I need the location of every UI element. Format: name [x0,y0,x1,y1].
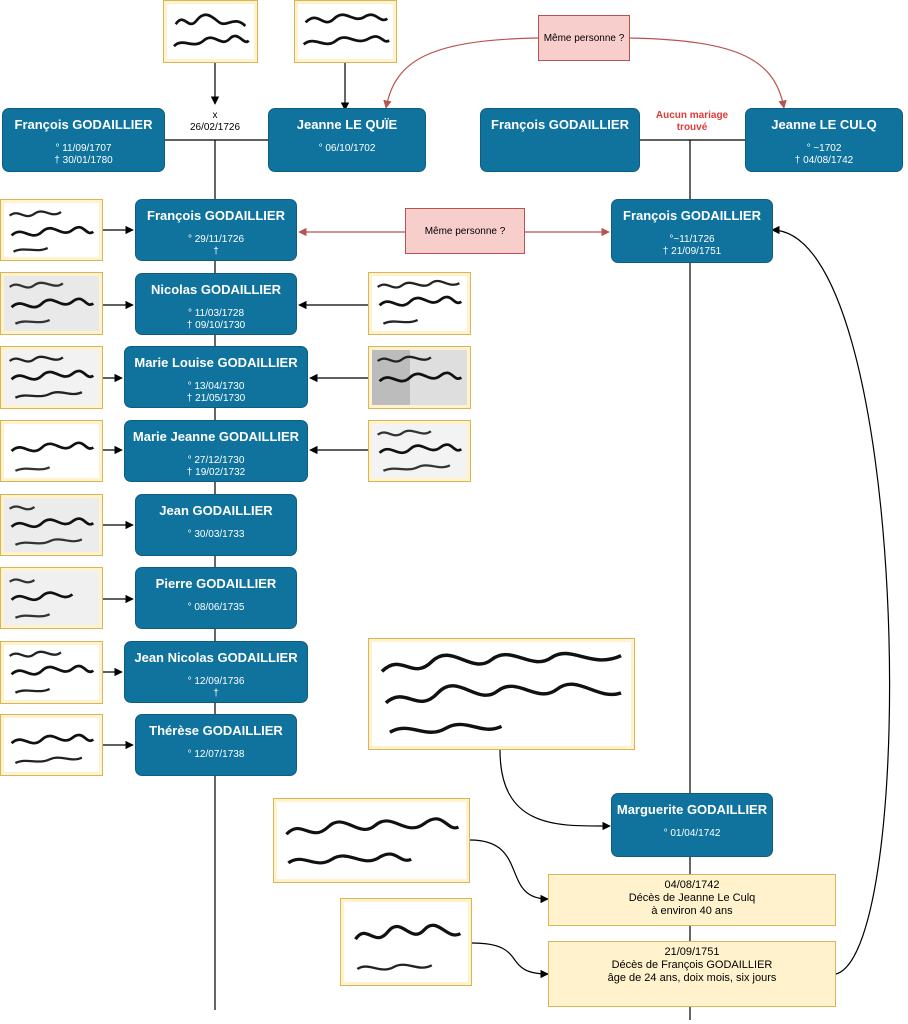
child-francois-left[interactable]: François GODAILLIER ° 29/11/1726 † [135,199,297,261]
handwriting-scan-icon [372,424,467,478]
person-death: † 09/10/1730 [186,320,246,331]
child-nicolas[interactable]: Nicolas GODAILLIER ° 11/03/1728 † 09/10/… [135,273,297,335]
handwriting-scan-icon [4,645,99,700]
person-father-left[interactable]: François GODAILLIER ° 11/09/1707 † 30/01… [2,108,165,172]
person-birth: ° 01/04/1742 [663,828,721,839]
scan-thumbnail[interactable] [163,0,258,63]
handwriting-scan-icon [298,4,393,59]
person-name: Thérèse GODAILLIER [149,723,283,738]
person-death: † [213,246,219,257]
handwriting-scan-icon [4,350,99,405]
child-marguerite[interactable]: Marguerite GODAILLIER ° 01/04/1742 [611,793,773,857]
handwriting-scan-icon [4,718,99,772]
person-death: † [213,688,219,699]
person-birth: ° 06/10/1702 [318,143,376,154]
child-pierre[interactable]: Pierre GODAILLIER ° 08/06/1735 [135,567,297,629]
event-date: 04/08/1742 [664,879,720,891]
event-note[interactable]: 21/09/1751 Décès de François GODAILLIER … [548,941,836,1007]
person-name: François GODAILLIER [14,117,153,132]
handwriting-scan-icon [4,276,99,331]
handwriting-scan-icon [4,424,99,478]
person-name: Pierre GODAILLIER [155,576,277,591]
handwriting-scan-icon [277,802,466,879]
person-mother-right[interactable]: Jeanne LE CULQ ° ~1702 † 04/08/1742 [745,108,903,172]
scan-thumbnail[interactable] [0,714,103,776]
scan-thumbnail[interactable] [273,798,470,883]
scan-thumbnail[interactable] [0,199,103,261]
scan-thumbnail[interactable] [368,420,471,482]
scan-thumbnail[interactable] [340,898,472,986]
event-date: 21/09/1751 [664,946,720,958]
person-name: Marguerite GODAILLIER [616,802,768,817]
scan-thumbnail[interactable] [368,638,635,750]
handwriting-scan-icon [344,902,468,982]
scan-thumbnail[interactable] [0,346,103,409]
same-person-label-top: Même personne ? [538,15,630,61]
person-birth: ° 12/09/1736 [187,676,245,687]
person-name: Jeanne LE QUÏE [296,117,398,132]
person-name: Marie Louise GODAILLIER [134,355,298,370]
person-birth: ° 11/09/1707 [55,143,112,154]
scan-thumbnail[interactable] [0,272,103,335]
child-marie-jeanne[interactable]: Marie Jeanne GODAILLIER ° 27/12/1730 † 1… [124,420,308,482]
event-description: Décès de François GODAILLIER [611,959,773,971]
scan-thumbnail[interactable] [368,272,471,335]
person-death: † 19/02/1732 [186,467,246,478]
handwriting-scan-icon [372,642,631,746]
child-marie-louise[interactable]: Marie Louise GODAILLIER ° 13/04/1730 † 2… [124,346,308,408]
event-detail: à environ 40 ans [651,905,733,917]
person-birth: ° 29/11/1726 [187,234,245,245]
handwriting-scan-icon [4,203,99,257]
person-name: François GODAILLIER [147,208,285,223]
child-jean-nicolas[interactable]: Jean Nicolas GODAILLIER ° 12/09/1736 † [124,641,308,703]
event-detail: âge de 24 ans, doix mois, six jours [607,972,777,984]
person-death: † 21/09/1751 [662,246,722,257]
no-marriage-label: Aucun mariage trouvé [655,110,729,133]
child-jean[interactable]: Jean GODAILLIER ° 30/03/1733 [135,494,297,556]
handwriting-scan-icon [4,498,99,552]
person-death: † 30/01/1780 [54,155,113,166]
marriage-label: x 26/02/1726 [178,110,252,134]
scan-thumbnail[interactable] [0,567,103,629]
person-name: Jean Nicolas GODAILLIER [134,650,298,665]
event-note[interactable]: 04/08/1742 Décès de Jeanne Le Culq à env… [548,874,836,926]
person-death: † 21/05/1730 [186,393,246,404]
person-father-right[interactable]: François GODAILLIER [480,108,640,172]
person-mother-left[interactable]: Jeanne LE QUÏE ° 06/10/1702 [268,108,426,172]
person-name: Jeanne LE CULQ [771,117,877,132]
handwriting-scan-icon [372,350,467,405]
event-description: Décès de Jeanne Le Culq [628,892,756,904]
child-therese[interactable]: Thérèse GODAILLIER ° 12/07/1738 [135,714,297,776]
scan-thumbnail[interactable] [0,420,103,482]
marriage-symbol: x [212,110,218,121]
person-death: † 04/08/1742 [794,155,854,166]
person-birth: °~11/1726 [669,234,715,245]
scan-thumbnail[interactable] [0,641,103,704]
person-birth: ° 27/12/1730 [187,455,245,466]
person-name: François GODAILLIER [491,117,629,132]
same-person-label-middle: Même personne ? [405,208,525,254]
person-birth: ° 13/04/1730 [187,381,245,392]
scan-thumbnail[interactable] [368,346,471,409]
person-birth: ° 30/03/1733 [187,529,245,540]
person-birth: ° 11/03/1728 [187,308,245,319]
handwriting-scan-icon [167,4,254,59]
scan-thumbnail[interactable] [0,494,103,556]
marriage-date: 26/02/1726 [189,122,241,133]
handwriting-scan-icon [372,276,467,331]
person-name: Jean GODAILLIER [159,503,273,518]
person-name: Nicolas GODAILLIER [150,282,282,297]
person-birth: ° 08/06/1735 [187,602,245,613]
person-birth: ° 12/07/1738 [187,749,245,760]
child-francois-right[interactable]: François GODAILLIER °~11/1726 † 21/09/17… [611,199,773,263]
person-name: Marie Jeanne GODAILLIER [132,429,300,444]
person-name: François GODAILLIER [623,208,761,223]
person-birth: ° ~1702 [806,143,842,154]
scan-thumbnail[interactable] [294,0,397,63]
handwriting-scan-icon [4,571,99,625]
